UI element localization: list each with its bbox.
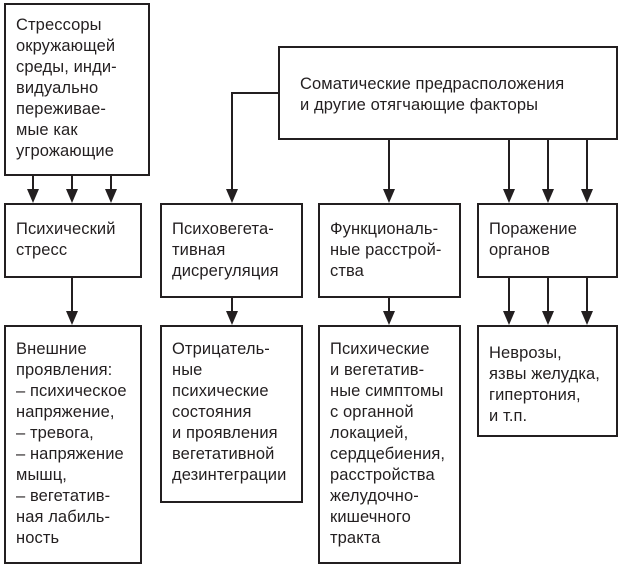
node-somatic-text: Соматические предрасположения и другие от… — [300, 74, 564, 116]
text-line: видуально — [16, 79, 99, 97]
node-symptoms-text: Психические и вегетатив-ные симптомы с орг… — [330, 339, 445, 549]
text-line: и вегетатив- — [330, 361, 425, 379]
arrowhead-icon — [581, 311, 593, 325]
arrowhead-icon — [542, 311, 554, 325]
text-line: проявления: — [16, 361, 113, 379]
arrowhead-icon — [383, 189, 395, 203]
text-line: среды, инди- — [16, 58, 117, 76]
text-line: гипертония, — [489, 386, 581, 404]
text-line: Отрицатель- — [172, 340, 270, 358]
text-line: локацией, — [330, 424, 409, 442]
text-line: ная лабиль- — [16, 508, 111, 526]
text-line: Поражение — [489, 220, 578, 238]
text-line: и другие отягчающие факторы — [300, 96, 539, 114]
node-organ-damage: Поражение органов — [477, 203, 618, 278]
arrowhead-icon — [503, 189, 515, 203]
text-line: ные симптомы — [330, 382, 444, 400]
text-line: мые как — [16, 121, 78, 139]
node-diseases-text: Неврозы, язвы желудка, гипертония, и т.п. — [489, 343, 600, 427]
node-diseases: Неврозы, язвы желудка, гипертония, и т.п. — [477, 325, 618, 437]
text-line: – вегетатив- — [16, 487, 111, 505]
text-line: язвы желудка, — [489, 365, 600, 383]
text-line: желудочно- — [330, 487, 419, 505]
node-psychoveg-text: Психовегета-тивная дисрегуляция — [172, 219, 279, 282]
text-line: мышц, — [16, 466, 67, 484]
node-somatic: Соматические предрасположения и другие от… — [278, 46, 618, 140]
text-line: окружающей — [16, 37, 116, 55]
text-line: Психический — [16, 220, 116, 238]
node-stressors: Стрессоры окружающей среды, инди-видуально… — [4, 3, 150, 176]
text-line: Психические — [330, 340, 430, 358]
text-line: угрожающие — [16, 142, 114, 160]
text-line: напряжение, — [16, 403, 115, 421]
node-psych-stress-text: Психический стресс — [16, 219, 116, 261]
node-external: Внешние проявления: – психическое напряжени… — [4, 325, 142, 564]
text-line: состояния — [172, 403, 252, 421]
text-line: кишечного — [330, 508, 411, 526]
text-line: ные — [172, 361, 203, 379]
arrowhead-icon — [503, 311, 515, 325]
text-line: и т.п. — [489, 407, 528, 425]
text-line: вегетативной — [172, 445, 275, 463]
text-line: психические — [172, 382, 269, 400]
node-external-text: Внешние проявления: – психическое напряжени… — [16, 339, 127, 549]
arrowhead-icon — [383, 311, 395, 325]
node-negative-states: Отрицатель-ные психические состояния и проя… — [160, 325, 303, 503]
text-line: расстройства — [330, 466, 435, 484]
text-line: тракта — [330, 529, 381, 547]
text-line: и проявления — [172, 424, 278, 442]
arrowhead-icon — [105, 189, 117, 203]
text-line: Соматические предрасположения — [300, 75, 565, 93]
arrowhead-icon — [226, 189, 238, 203]
text-line: – напряжение — [16, 445, 124, 463]
node-negative-states-text: Отрицатель-ные психические состояния и проя… — [172, 339, 286, 486]
node-psych-stress: Психический стресс — [4, 203, 142, 278]
text-line: ные расстрой- — [330, 241, 442, 259]
text-line: – психическое — [16, 382, 127, 400]
node-stressors-text: Стрессоры окружающей среды, инди-видуально… — [16, 15, 117, 162]
text-line: тивная — [172, 241, 226, 259]
text-line: сердцебиения, — [330, 445, 446, 463]
text-line: переживае- — [16, 100, 106, 118]
text-line: дезинтеграции — [172, 466, 287, 484]
arrowhead-icon — [226, 311, 238, 325]
text-line: органов — [489, 241, 550, 259]
text-line: Внешние — [16, 340, 87, 358]
node-organ-damage-text: Поражение органов — [489, 219, 577, 261]
text-line: Стрессоры — [16, 16, 102, 34]
text-line: Психовегета- — [172, 220, 274, 238]
node-functional-text: Функциональ-ные расстрой-ства — [330, 219, 442, 282]
text-line: Функциональ- — [330, 220, 439, 238]
text-line: Неврозы, — [489, 344, 562, 362]
text-line: – тревога, — [16, 424, 94, 442]
text-line: стресс — [16, 241, 68, 259]
arrowhead-icon — [581, 189, 593, 203]
text-line: дисрегуляция — [172, 262, 279, 280]
node-psychoveg: Психовегета-тивная дисрегуляция — [160, 203, 303, 298]
node-functional: Функциональ-ные расстрой-ства — [318, 203, 461, 298]
text-line: ства — [330, 262, 364, 280]
arrowhead-icon — [66, 189, 78, 203]
arrowhead-icon — [66, 311, 78, 325]
text-line: с органной — [330, 403, 414, 421]
text-line: ность — [16, 529, 60, 547]
arrowhead-icon — [542, 189, 554, 203]
node-symptoms: Психические и вегетатив-ные симптомы с орг… — [318, 325, 461, 564]
arrowhead-icon — [27, 189, 39, 203]
